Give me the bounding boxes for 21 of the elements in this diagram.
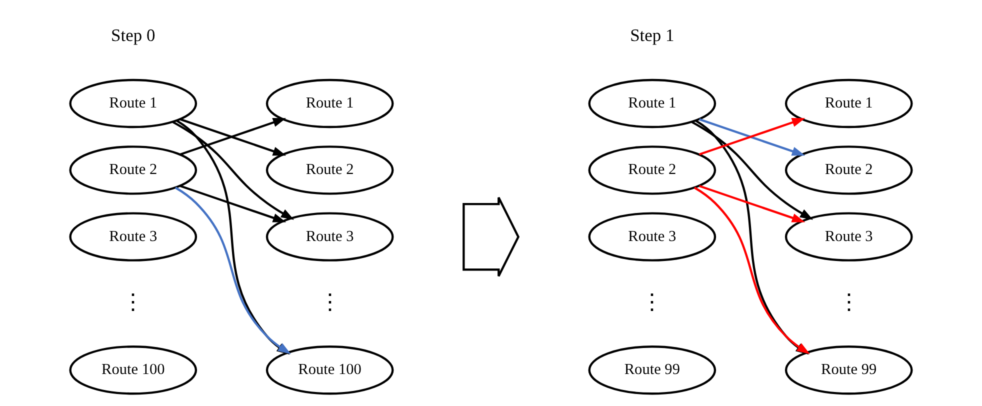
label: ⋮: [122, 289, 144, 314]
label: Step 1: [630, 24, 674, 45]
arrow: [172, 120, 294, 220]
node-arrow: [462, 196, 520, 277]
node-ellipse: Route 2: [69, 145, 198, 194]
label: ⋮: [318, 289, 341, 314]
node-ellipse: Route 100: [69, 345, 198, 394]
arrow: [180, 184, 286, 222]
node-ellipse: Route 100: [266, 345, 394, 394]
label: Step 0: [111, 24, 156, 45]
node-ellipse: Route 99: [588, 345, 716, 394]
label: ⋮: [838, 289, 860, 314]
node-ellipse: Route 1: [588, 78, 716, 128]
arrow: [691, 120, 814, 220]
node-ellipse: Route 2: [588, 145, 716, 194]
node-ellipse: Route 3: [69, 212, 198, 261]
node-ellipse: Route 1: [69, 78, 198, 128]
node-ellipse: Route 99: [784, 345, 913, 394]
arrow: [699, 184, 806, 222]
label: ⋮: [641, 289, 664, 314]
node-ellipse: Route 3: [588, 212, 716, 261]
